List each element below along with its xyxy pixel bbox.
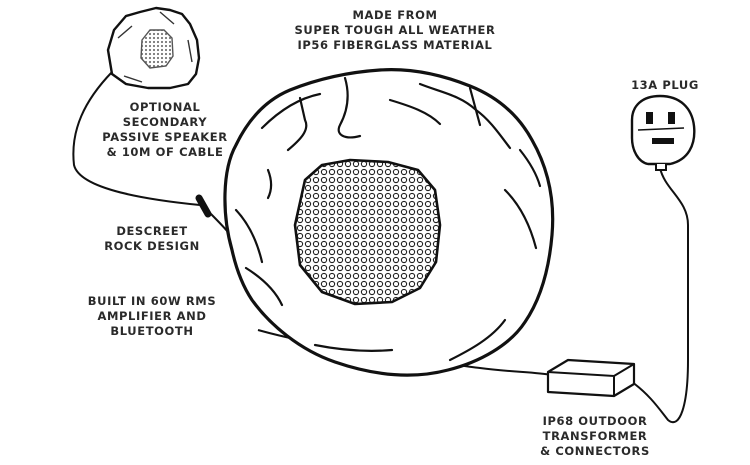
secondary-speaker-label: OPTIONAL SECONDARY PASSIVE SPEAKER & 10M… — [90, 100, 240, 160]
transformer-line-1: IP68 OUTDOOR — [542, 414, 648, 428]
amplifier-line-2: AMPLIFIER AND — [97, 309, 207, 323]
design-line-2: ROCK DESIGN — [104, 239, 200, 253]
transformer-label: IP68 OUTDOOR TRANSFORMER & CONNECTORS — [525, 414, 665, 459]
small-rock-speaker-icon — [106, 6, 201, 90]
material-line-3: IP56 FIBERGLASS MATERIAL — [297, 38, 493, 52]
secondary-line-4: & 10M OF CABLE — [106, 145, 224, 159]
plug-cable-icon — [631, 167, 689, 423]
rock-speaker-icon — [223, 68, 555, 377]
amplifier-line-1: BUILT IN 60W RMS — [87, 294, 217, 308]
secondary-line-2: SECONDARY — [122, 115, 208, 129]
plug-icon — [630, 94, 696, 171]
secondary-line-1: OPTIONAL — [129, 100, 201, 114]
transformer-icon — [546, 358, 636, 398]
rock-design-label: DESCREET ROCK DESIGN — [92, 224, 212, 254]
design-line-1: DESCREET — [116, 224, 188, 238]
material-label: MADE FROM SUPER TOUGH ALL WEATHER IP56 F… — [280, 8, 510, 53]
amplifier-line-3: BLUETOOTH — [110, 324, 194, 338]
transformer-line-2: TRANSFORMER — [542, 429, 648, 443]
material-line-1: MADE FROM — [352, 8, 438, 22]
amplifier-label: BUILT IN 60W RMS AMPLIFIER AND BLUETOOTH — [72, 294, 232, 339]
transformer-line-3: & CONNECTORS — [540, 444, 650, 458]
plug-label: 13A PLUG — [620, 78, 710, 93]
plug-line-1: 13A PLUG — [631, 78, 699, 92]
material-line-2: SUPER TOUGH ALL WEATHER — [294, 23, 496, 37]
secondary-line-3: PASSIVE SPEAKER — [102, 130, 228, 144]
